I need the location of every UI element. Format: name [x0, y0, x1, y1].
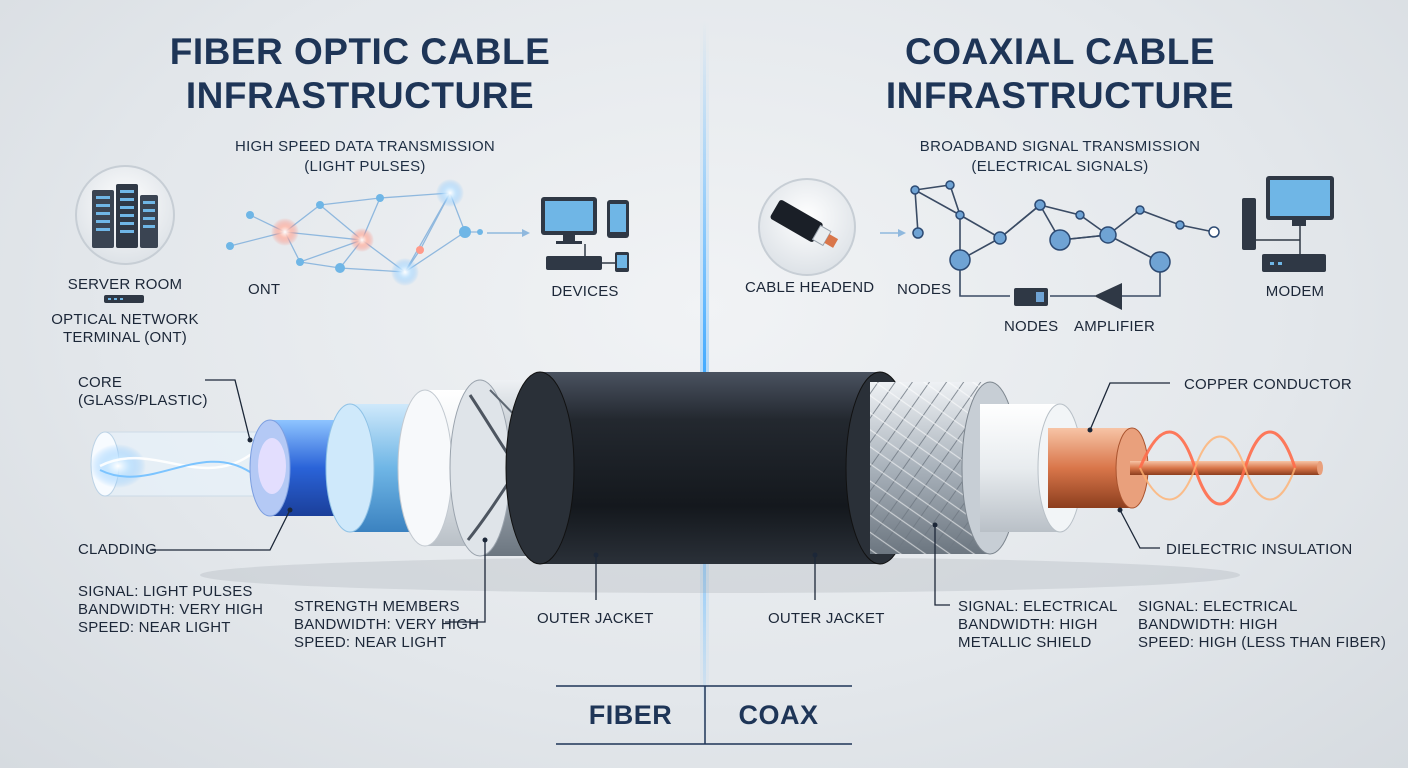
outer-jacket-body: [505, 371, 915, 565]
shield-line3: METALLIC SHIELD: [958, 634, 1092, 651]
coax-title: COAXIAL CABLE INFRASTRUCTURE: [850, 30, 1270, 118]
server-room-icon: [75, 165, 175, 265]
fiber-outer-jacket-label: OUTER JACKET: [537, 610, 654, 627]
shield-line1: SIGNAL: ELECTRICAL: [958, 598, 1118, 615]
fiber-core: [90, 431, 321, 497]
modem-label: MODEM: [1265, 283, 1325, 300]
shield-line2: BANDWIDTH: HIGH: [958, 616, 1098, 633]
arrow-to-nodes: [880, 229, 906, 237]
strength-line1: STRENGTH MEMBERS: [294, 598, 460, 615]
ont-label: OPTICAL NETWORK TERMINAL (ONT): [50, 311, 200, 347]
devices-label: DEVICES: [551, 283, 619, 300]
core-label: CORE (GLASS/PLASTIC): [78, 374, 208, 410]
coax-transmission-line1: BROADBAND SIGNAL TRANSMISSION: [919, 138, 1201, 155]
fiber-transmission-line1: HIGH SPEED DATA TRANSMISSION: [234, 138, 496, 155]
devices-icon: [541, 197, 629, 272]
coax-transmission-line2: (ELECTRICAL SIGNALS): [971, 158, 1149, 175]
core-label-line2: (GLASS/PLASTIC): [78, 392, 208, 409]
coax-nodes: [910, 180, 1220, 273]
core-label-line1: CORE: [78, 374, 123, 391]
leader-dots: [247, 427, 1123, 558]
ont-short-label: ONT: [248, 281, 281, 298]
electrical-signal-wave: [1138, 430, 1297, 506]
server-room-label: SERVER ROOM: [67, 276, 183, 293]
coax-title-line1: COAXIAL CABLE: [904, 31, 1216, 72]
strength-line2: BANDWIDTH: VERY HIGH: [294, 616, 480, 633]
coax-title-line2: INFRASTRUCTURE: [885, 75, 1235, 116]
shield-label: SIGNAL: ELECTRICAL BANDWIDTH: HIGH METAL…: [958, 598, 1117, 652]
fiber-transmission-label: HIGH SPEED DATA TRANSMISSION (LIGHT PULS…: [200, 137, 530, 177]
strength-line3: SPEED: NEAR LIGHT: [294, 634, 447, 651]
footer-fiber-label: FIBER: [588, 700, 673, 730]
coax-outer-jacket-label: OUTER JACKET: [768, 610, 885, 627]
coax-spec-speed: SPEED: HIGH (LESS THAN FIBER): [1138, 634, 1387, 651]
fiber-title: FIBER OPTIC CABLE INFRASTRUCTURE: [150, 30, 570, 118]
ont-small-icon: [104, 295, 144, 303]
footer-coax-label: COAX: [738, 700, 819, 730]
fiber-spec-speed: SPEED: NEAR LIGHT: [78, 619, 231, 636]
cladding-label: CLADDING: [78, 541, 158, 558]
fiber-specs: SIGNAL: LIGHT PULSES BANDWIDTH: VERY HIG…: [78, 583, 263, 637]
dielectric-label: DIELECTRIC INSULATION: [1166, 541, 1353, 558]
cable-headend-icon: [758, 178, 856, 276]
ont-label-line2: TERMINAL (ONT): [63, 329, 187, 346]
coax-transmission-label: BROADBAND SIGNAL TRANSMISSION (ELECTRICA…: [895, 137, 1225, 177]
amplifier-icon: [1094, 283, 1122, 310]
fiber-spec-bandwidth: BANDWIDTH: VERY HIGH: [78, 601, 264, 618]
footer-frame: [556, 685, 852, 745]
nodes-label: NODES: [897, 281, 952, 298]
strength-members-label: STRENGTH MEMBERS BANDWIDTH: VERY HIGH SP…: [294, 598, 479, 652]
fiber-spec-signal: SIGNAL: LIGHT PULSES: [78, 583, 253, 600]
leader-lines: [150, 379, 1170, 623]
light-pulse-nodes: [226, 179, 483, 286]
fiber-title-line2: INFRASTRUCTURE: [185, 75, 535, 116]
cable-shadow: [200, 557, 1240, 593]
ont-label-line1: OPTICAL NETWORK: [51, 311, 199, 328]
nodes-label-2: NODES: [1004, 318, 1059, 335]
coax-spec-signal: SIGNAL: ELECTRICAL: [1138, 598, 1298, 615]
copper-conductor-label: COPPER CONDUCTOR: [1184, 376, 1352, 393]
cable-headend-label: CABLE HEADEND: [745, 279, 875, 296]
coax-spec-bandwidth: BANDWIDTH: HIGH: [1138, 616, 1278, 633]
coax-specs: SIGNAL: ELECTRICAL BANDWIDTH: HIGH SPEED…: [1138, 598, 1386, 652]
coax-copper-conductor: [1048, 427, 1323, 509]
node-box-icon: [1014, 288, 1048, 306]
fiber-transmission-line2: (LIGHT PULSES): [304, 158, 426, 175]
arrow-to-devices: [487, 229, 530, 237]
fiber-title-line1: FIBER OPTIC CABLE: [169, 31, 551, 72]
modem-icon: [1242, 176, 1334, 272]
amplifier-label: AMPLIFIER: [1074, 318, 1155, 335]
